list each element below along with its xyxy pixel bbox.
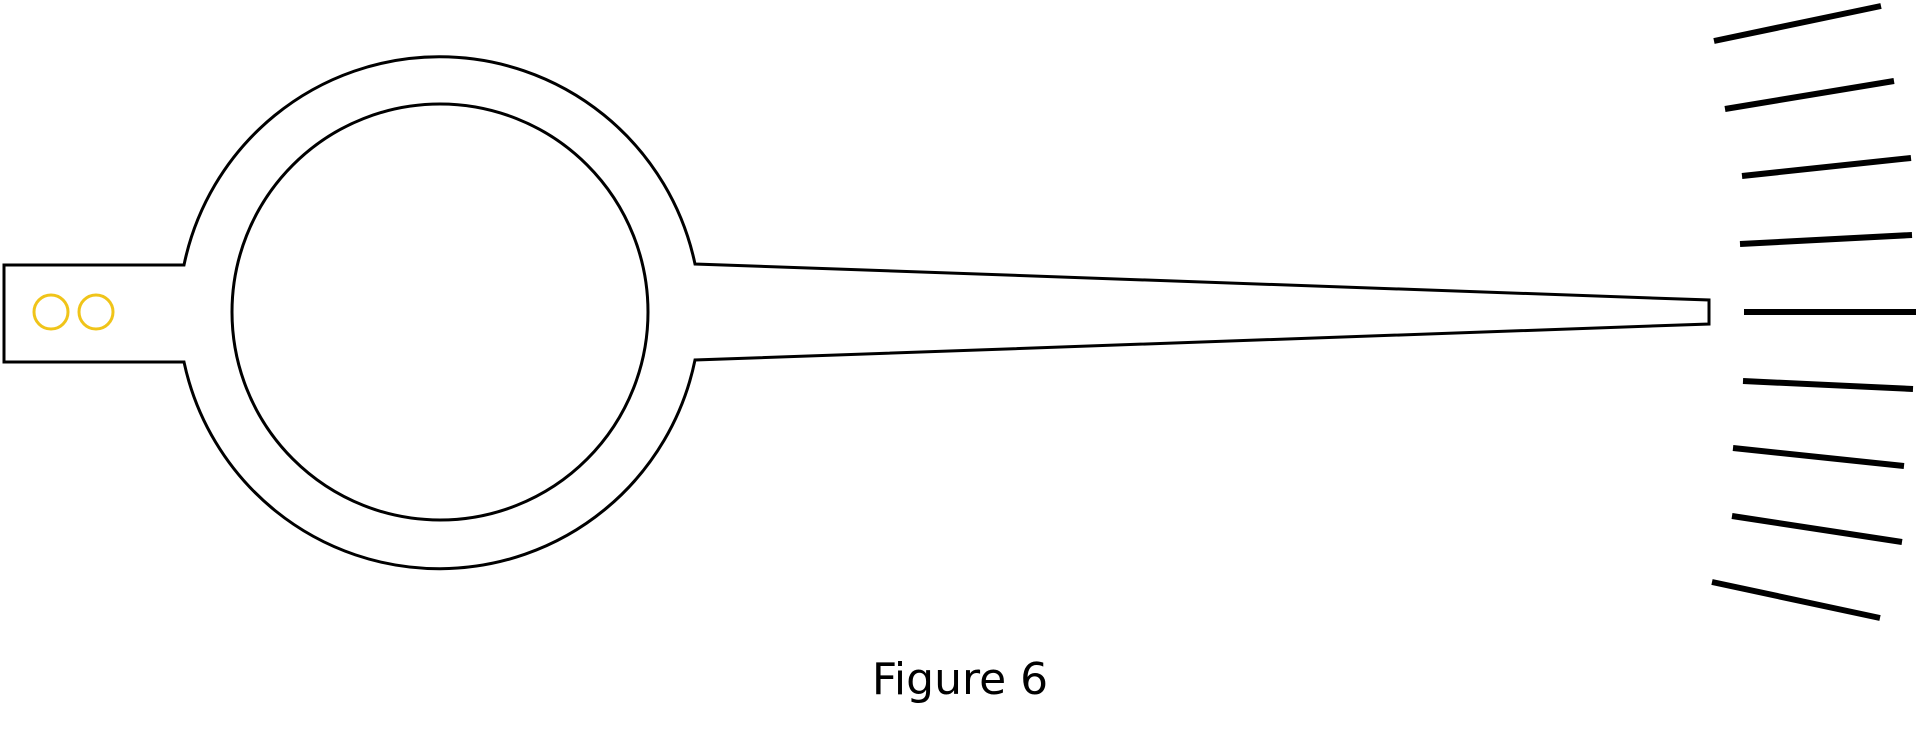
ray-3 [1741, 155, 1912, 179]
ray-7 [1732, 445, 1905, 469]
hole-right [77, 293, 115, 331]
ray-1 [1713, 3, 1882, 44]
inner-circle [230, 102, 650, 522]
ray-4 [1739, 232, 1913, 247]
outer-outline [2, 55, 1711, 571]
ray-6 [1742, 378, 1914, 392]
radiating-lines-icon [1711, 3, 1916, 621]
ray-9 [1711, 579, 1881, 621]
figure-caption: Figure 6 [871, 654, 1049, 705]
ray-2 [1724, 78, 1895, 112]
ray-8 [1731, 513, 1903, 545]
hole-left [32, 293, 70, 331]
